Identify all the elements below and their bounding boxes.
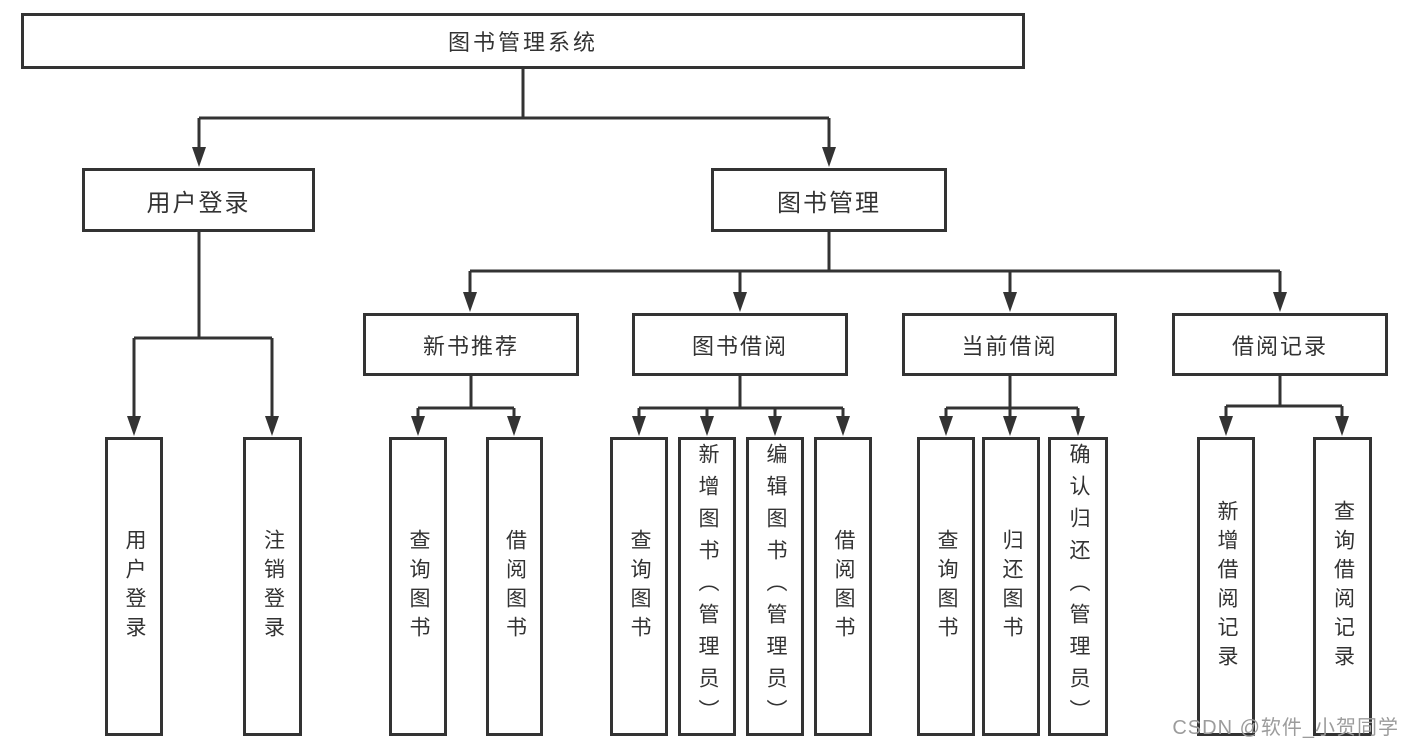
leaf-label: 借阅图书 bbox=[832, 528, 855, 645]
node-borrow-records: 借阅记录 bbox=[1172, 313, 1388, 376]
leaf-label: 借阅图书 bbox=[503, 528, 527, 645]
leaf-borrow-books: 借阅图书 bbox=[814, 437, 872, 736]
node-root: 图书管理系统 bbox=[21, 13, 1025, 69]
leaf-user-login: 用户登录 bbox=[105, 437, 163, 736]
node-label: 图书管理 bbox=[777, 189, 881, 217]
node-current-borrow: 当前借阅 bbox=[902, 313, 1117, 376]
leaf-label: 注销登录 bbox=[261, 528, 285, 645]
leaf-add-book-admin: 新增图书（管理员） bbox=[678, 437, 736, 736]
node-label: 新书推荐 bbox=[422, 333, 519, 359]
leaf-label: 查询图书 bbox=[935, 528, 958, 645]
node-label: 当前借阅 bbox=[961, 333, 1058, 359]
node-label: 借阅记录 bbox=[1231, 333, 1328, 359]
leaf-label: 确认归还（管理员） bbox=[1067, 442, 1090, 731]
arrowheads bbox=[127, 147, 1349, 436]
leaf-logout: 注销登录 bbox=[243, 437, 302, 736]
leaf-label: 新增图书（管理员） bbox=[696, 442, 719, 731]
leaf-query-borrow-record: 查询借阅记录 bbox=[1313, 437, 1372, 736]
node-root-label: 图书管理系统 bbox=[447, 30, 598, 55]
leaf-query-books-recommend: 查询图书 bbox=[389, 437, 447, 736]
leaf-borrow-books-recommend: 借阅图书 bbox=[486, 437, 543, 736]
leaf-add-borrow-record: 新增借阅记录 bbox=[1197, 437, 1255, 736]
node-new-book-recommend: 新书推荐 bbox=[363, 313, 579, 376]
node-book-management: 图书管理 bbox=[711, 168, 947, 232]
leaf-label: 用户登录 bbox=[123, 528, 146, 645]
connector-paths bbox=[132, 69, 1344, 416]
leaf-confirm-return-admin: 确认归还（管理员） bbox=[1048, 437, 1108, 736]
node-label: 图书借阅 bbox=[691, 333, 788, 359]
leaf-edit-book-admin: 编辑图书（管理员） bbox=[746, 437, 804, 736]
watermark: CSDN @软件_小贺同学 bbox=[1172, 717, 1399, 739]
node-label: 用户登录 bbox=[146, 189, 251, 217]
leaf-label: 新增借阅记录 bbox=[1215, 499, 1238, 674]
leaf-label: 归还图书 bbox=[1000, 528, 1023, 645]
leaf-query-books-borrow: 查询图书 bbox=[610, 437, 668, 736]
node-book-borrow: 图书借阅 bbox=[632, 313, 848, 376]
leaf-label: 查询借阅记录 bbox=[1331, 499, 1355, 674]
leaf-label: 编辑图书（管理员） bbox=[764, 442, 787, 731]
leaf-return-book: 归还图书 bbox=[982, 437, 1040, 736]
leaf-label: 查询图书 bbox=[407, 528, 430, 645]
node-user-login-group: 用户登录 bbox=[82, 168, 315, 232]
leaf-query-books-current: 查询图书 bbox=[917, 437, 975, 736]
leaf-label: 查询图书 bbox=[628, 528, 651, 645]
